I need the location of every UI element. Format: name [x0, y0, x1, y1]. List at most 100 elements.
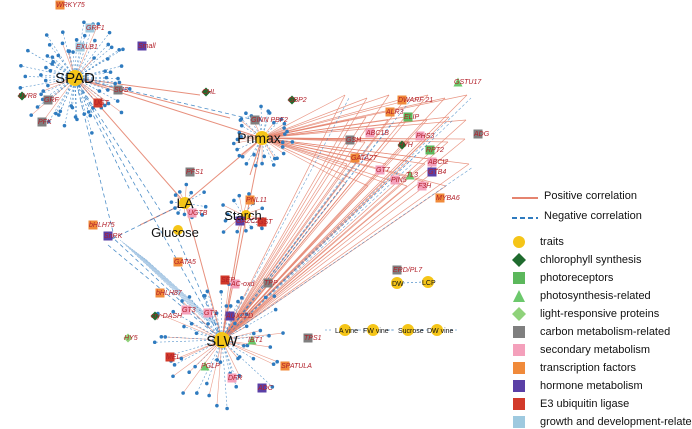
gene-label: Small [138, 43, 156, 50]
legend-diamond-symbol [512, 253, 526, 267]
legend-item-label: photosynthesis-related [540, 290, 651, 302]
gene-dot [92, 56, 96, 60]
gene-dot [240, 124, 244, 128]
gene-dot [264, 296, 268, 300]
gene-label: ABCI2 [427, 159, 448, 166]
gene-dot [113, 82, 117, 86]
gene-label: TPS1 [304, 335, 322, 342]
negative-edge [75, 78, 130, 190]
gene-label: PFK [38, 119, 52, 126]
positive-edge [222, 164, 469, 340]
gene-dot [93, 39, 97, 43]
gene-label: ADC [257, 385, 274, 392]
gene-dot [207, 394, 211, 398]
hub-spad-label: SPAD [55, 70, 95, 87]
gene-dot [273, 294, 277, 298]
gene-dot [44, 66, 48, 70]
legend-circle-symbol [512, 235, 526, 249]
legend-item-label: secondary metabolism [540, 344, 650, 356]
gene-dot [190, 322, 194, 326]
gene-dot [19, 64, 23, 68]
negative-edge [110, 235, 222, 340]
gene-dot [229, 304, 233, 308]
gene-label: LCP [422, 280, 436, 287]
legend-item-label: chlorophyll synthesis [540, 254, 642, 266]
gene-dot [185, 183, 189, 187]
gene-dot [103, 69, 107, 73]
gene-dot [283, 132, 287, 136]
gene-dot [215, 358, 219, 362]
gene-dot [235, 148, 239, 152]
gene-label: HYH [398, 142, 414, 149]
gene-label: UGTB [188, 210, 208, 217]
gene-label: GATA5 [174, 259, 196, 266]
gene-dot [178, 190, 182, 194]
gene-dot [233, 322, 237, 326]
legend-item-label: light-responsive proteins [540, 308, 659, 320]
gene-dot [259, 105, 263, 109]
gene-dot [59, 109, 63, 113]
gene-label: CHL [202, 89, 216, 96]
gene-dot [180, 299, 184, 303]
legend-square-symbol [512, 361, 526, 375]
gene-dot [204, 205, 208, 209]
gene-dot [116, 77, 120, 81]
gene-dot [82, 20, 86, 24]
gene-label: bHLH87 [156, 290, 183, 297]
gene-dot [221, 203, 225, 207]
gene-dot [74, 115, 78, 119]
gene-label: MEL [166, 354, 181, 361]
gene-label: SUS [114, 87, 129, 94]
legend-item-label: traits [540, 236, 564, 248]
gene-dot [49, 69, 53, 73]
gene-dot [282, 126, 286, 130]
gene-dot [240, 296, 244, 300]
gene-dot [259, 329, 263, 333]
gene-label: PHS3 [416, 133, 434, 140]
gene-dot [23, 75, 27, 79]
gene-dot [19, 86, 23, 90]
gene-dot [36, 105, 40, 109]
gene-dot [225, 304, 229, 308]
gene-dot [244, 111, 248, 115]
gene-label: GAZC2 [236, 218, 259, 225]
gene-dot [110, 46, 114, 50]
gene-dot [281, 141, 285, 145]
gene-dot [87, 110, 91, 114]
gene-dot [29, 113, 33, 117]
legend-diamond-symbol [512, 307, 526, 321]
gene-label: GSTU17 [454, 79, 482, 86]
gene-label: SnRK [104, 233, 123, 240]
trait-label: LA vine [335, 328, 358, 335]
gene-dot [240, 117, 244, 121]
gene-dot [252, 357, 256, 361]
gene-dot [188, 295, 192, 299]
gene-dot [106, 57, 110, 61]
gene-dot [281, 145, 285, 149]
gene-dot [205, 382, 209, 386]
gene-dot [163, 335, 167, 339]
gene-dot [98, 89, 102, 93]
gene-label: GT1 [204, 310, 218, 317]
gene-dot [109, 70, 113, 74]
gene-dot [232, 142, 236, 146]
gene-dot [189, 191, 193, 195]
gene-label: ABC1B [365, 130, 389, 137]
gene-dot [176, 211, 180, 215]
gene-label: DFR [228, 375, 242, 382]
gene-dot [82, 112, 86, 116]
gene-dot [274, 308, 278, 312]
positive-line-swatch [512, 193, 538, 203]
gene-dot [57, 54, 61, 58]
gene-dot [39, 73, 43, 77]
gene-dot [260, 227, 264, 231]
gene-label: EXLB1 [76, 44, 98, 51]
negative-line-swatch [512, 213, 538, 223]
legend-square-symbol [512, 415, 526, 429]
gene-dot [45, 33, 49, 37]
gene-label: HY5 [124, 335, 138, 342]
gene-label: GST [258, 219, 273, 226]
legend-negative-label: Negative correlation [544, 210, 642, 222]
gene-dot [88, 114, 92, 118]
positive-edge [185, 203, 222, 340]
